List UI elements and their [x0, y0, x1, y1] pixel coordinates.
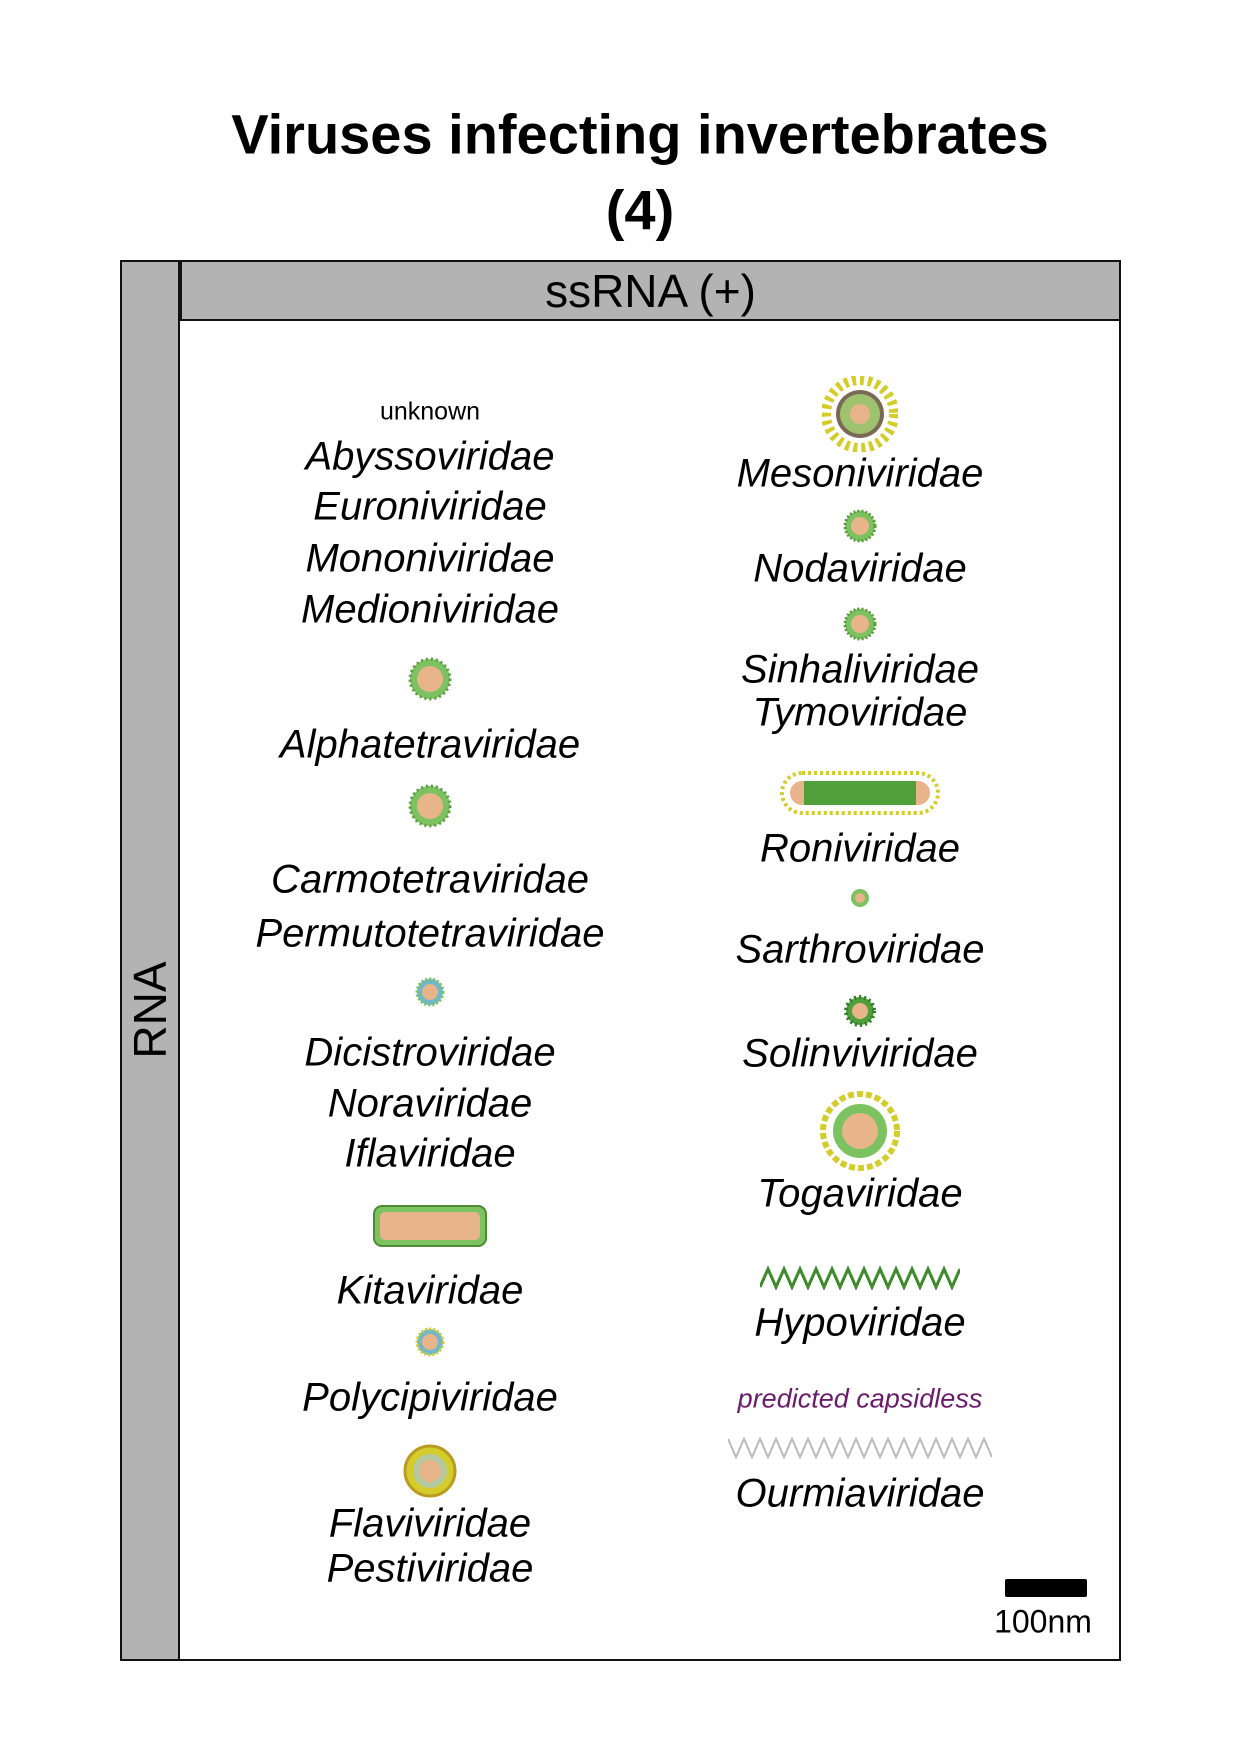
family-nodaviridae: Nodaviridae — [753, 546, 967, 591]
family-dicistroviridae: Dicistroviridae — [304, 1030, 556, 1075]
flavivirus-icon — [403, 1444, 457, 1498]
family-noraviridae: Noraviridae — [327, 1081, 533, 1126]
family-roniviridae: Roniviridae — [759, 826, 961, 871]
virion-icon — [415, 977, 445, 1007]
family-flaviviridae: Flaviviridae — [328, 1501, 532, 1546]
family-abyssoviridae: Abyssoviridae — [305, 434, 555, 479]
family-euroniviridae: Euroniviridae — [313, 484, 547, 529]
virion-icon — [843, 509, 877, 543]
family-mesoniviridae: Mesoniviridae — [736, 451, 984, 496]
family-ourmiaviridae: Ourmiaviridae — [735, 1471, 985, 1516]
virion-icon — [844, 995, 876, 1027]
family-togaviridae: Togaviridae — [757, 1171, 963, 1216]
family-solinviviridae: Solinviviridae — [742, 1031, 978, 1076]
family-pestiviridae: Pestiviridae — [326, 1546, 534, 1591]
togavirus-icon — [820, 1091, 900, 1171]
ronivirus-icon — [780, 771, 940, 815]
title-line-1: Viruses infecting invertebrates — [231, 102, 1049, 166]
family-hypoviridae: Hypoviridae — [754, 1300, 966, 1345]
unknown-label: unknown — [379, 397, 481, 426]
family-iflaviridae: Iflaviridae — [344, 1131, 516, 1176]
virion-icon — [415, 1327, 445, 1357]
family-medioniviridae: Medioniviridae — [301, 587, 559, 632]
family-alphatetraviridae: Alphatetraviridae — [279, 722, 581, 767]
family-sarthroviridae: Sarthroviridae — [735, 927, 985, 972]
mesonivirus-icon — [822, 376, 898, 452]
scale-bar — [1005, 1579, 1087, 1597]
predicted-capsidless-label: predicted capsidless — [737, 1383, 983, 1414]
family-kitaviridae: Kitaviridae — [336, 1268, 524, 1313]
family-sinhaliviridae: Sinhaliviridae — [741, 647, 979, 692]
family-mononiviridae: Mononiviridae — [305, 536, 555, 581]
title-line-2: (4) — [605, 178, 675, 242]
kitavirus-rod-icon — [373, 1205, 487, 1247]
family-tymoviridae: Tymoviridae — [752, 690, 968, 735]
family-polycipiviridae: Polycipiviridae — [302, 1375, 558, 1420]
ourmiavirus-rna-icon — [728, 1436, 992, 1460]
ssrna-header: ssRNA (+) — [180, 260, 1121, 321]
virion-icon — [851, 889, 869, 907]
virion-icon — [408, 784, 452, 828]
virion-icon — [843, 607, 877, 641]
family-carmotetraviridae: Carmotetraviridae — [271, 857, 589, 902]
hypovirus-rna-icon — [760, 1265, 960, 1291]
scale-label: 100nm — [994, 1603, 1092, 1640]
family-permutotetraviridae: Permutotetraviridae — [255, 911, 605, 956]
rna-label: RNA — [124, 961, 176, 1059]
virion-icon — [408, 657, 452, 701]
rna-strip — [120, 260, 180, 1661]
